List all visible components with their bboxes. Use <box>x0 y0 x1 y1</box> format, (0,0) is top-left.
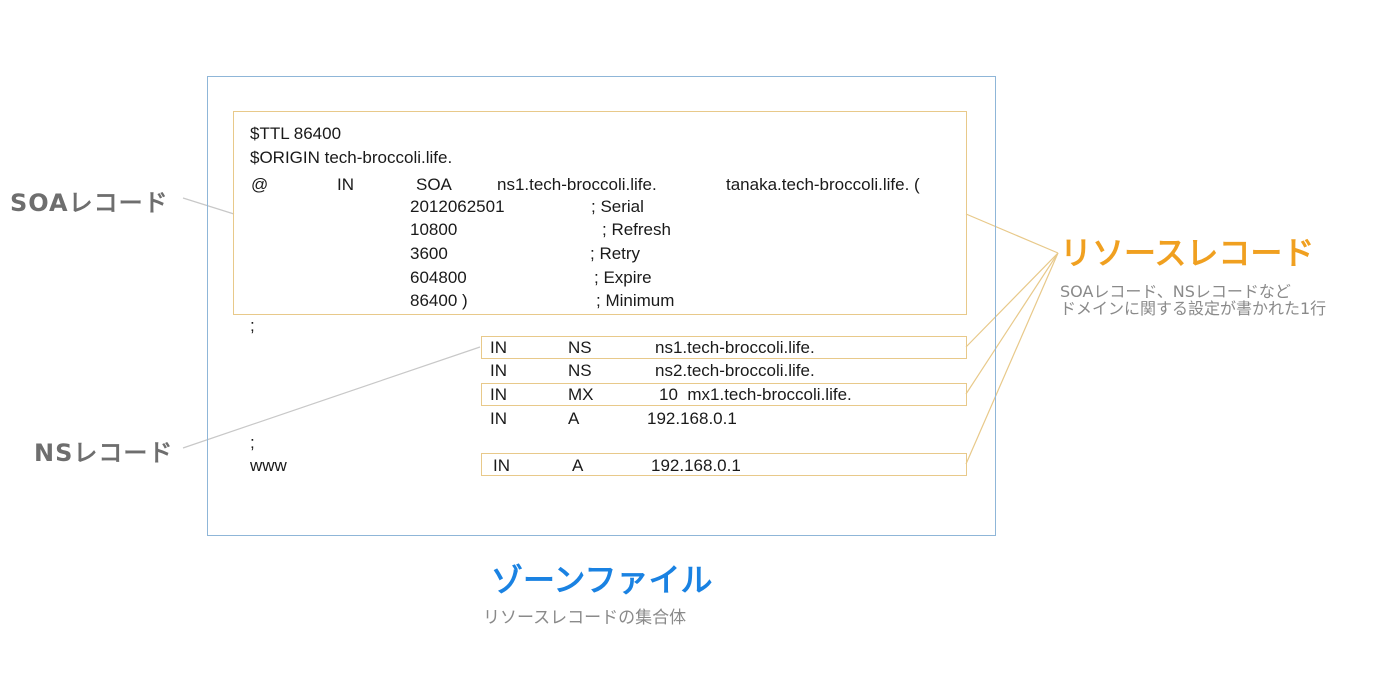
record-owner: www <box>250 456 287 475</box>
separator: ; <box>250 316 255 335</box>
soa-expire-value: 604800 <box>410 268 467 287</box>
record-type: A <box>568 409 580 428</box>
resource-record-desc-line1: SOAレコード、NSレコードなど <box>1060 282 1291 301</box>
soa-record-box <box>233 111 967 315</box>
record-type: MX <box>568 385 594 404</box>
www-record-box <box>481 453 967 476</box>
origin-line: $ORIGIN tech-broccoli.life. <box>250 148 453 167</box>
soa-refresh-value: 10800 <box>410 220 458 239</box>
resource-record-title: リソースレコード <box>1060 234 1315 272</box>
zone-file-title: ゾーンファイル <box>491 561 713 599</box>
record-data: 192.168.0.1 <box>651 456 741 475</box>
record-type: NS <box>568 338 592 357</box>
ns-record-label: NSレコード <box>34 439 174 467</box>
record-type: NS <box>568 361 592 380</box>
separator: ; <box>250 433 255 452</box>
resource-record-desc-line2: ドメインに関する設定が書かれた1行 <box>1060 299 1327 318</box>
ttl-line: $TTL 86400 <box>250 124 342 143</box>
soa-record-label: SOAレコード <box>10 189 169 217</box>
soa-owner: @ <box>251 175 269 194</box>
soa-class: IN <box>337 175 354 194</box>
soa-type: SOA <box>416 175 452 194</box>
soa-minimum-comment: ; Minimum <box>596 291 675 310</box>
record-class: IN <box>490 385 507 404</box>
mx-record-box <box>481 383 967 406</box>
record-data: 192.168.0.1 <box>647 409 737 428</box>
record-data: ns2.tech-broccoli.life. <box>655 361 815 380</box>
record-data: 10 mx1.tech-broccoli.life. <box>659 385 852 404</box>
soa-serial-value: 2012062501 <box>410 197 505 216</box>
ns1-record-box <box>481 336 967 359</box>
zone-file-subtitle: リソースレコードの集合体 <box>483 608 687 628</box>
record-class: IN <box>493 456 510 475</box>
soa-minimum-value: 86400 ) <box>410 291 468 310</box>
record-data: ns1.tech-broccoli.life. <box>655 338 815 357</box>
soa-serial-comment: ; Serial <box>591 197 644 216</box>
record-class: IN <box>490 338 507 357</box>
soa-expire-comment: ; Expire <box>594 268 652 287</box>
soa-retry-comment: ; Retry <box>590 244 641 263</box>
record-type: A <box>572 456 584 475</box>
soa-retry-value: 3600 <box>410 244 448 263</box>
soa-mname: ns1.tech-broccoli.life. <box>497 175 657 194</box>
record-class: IN <box>490 361 507 380</box>
soa-rname: tanaka.tech-broccoli.life. ( <box>726 175 920 194</box>
record-class: IN <box>490 409 507 428</box>
zone-file-frame <box>207 76 996 536</box>
soa-refresh-comment: ; Refresh <box>602 220 671 239</box>
